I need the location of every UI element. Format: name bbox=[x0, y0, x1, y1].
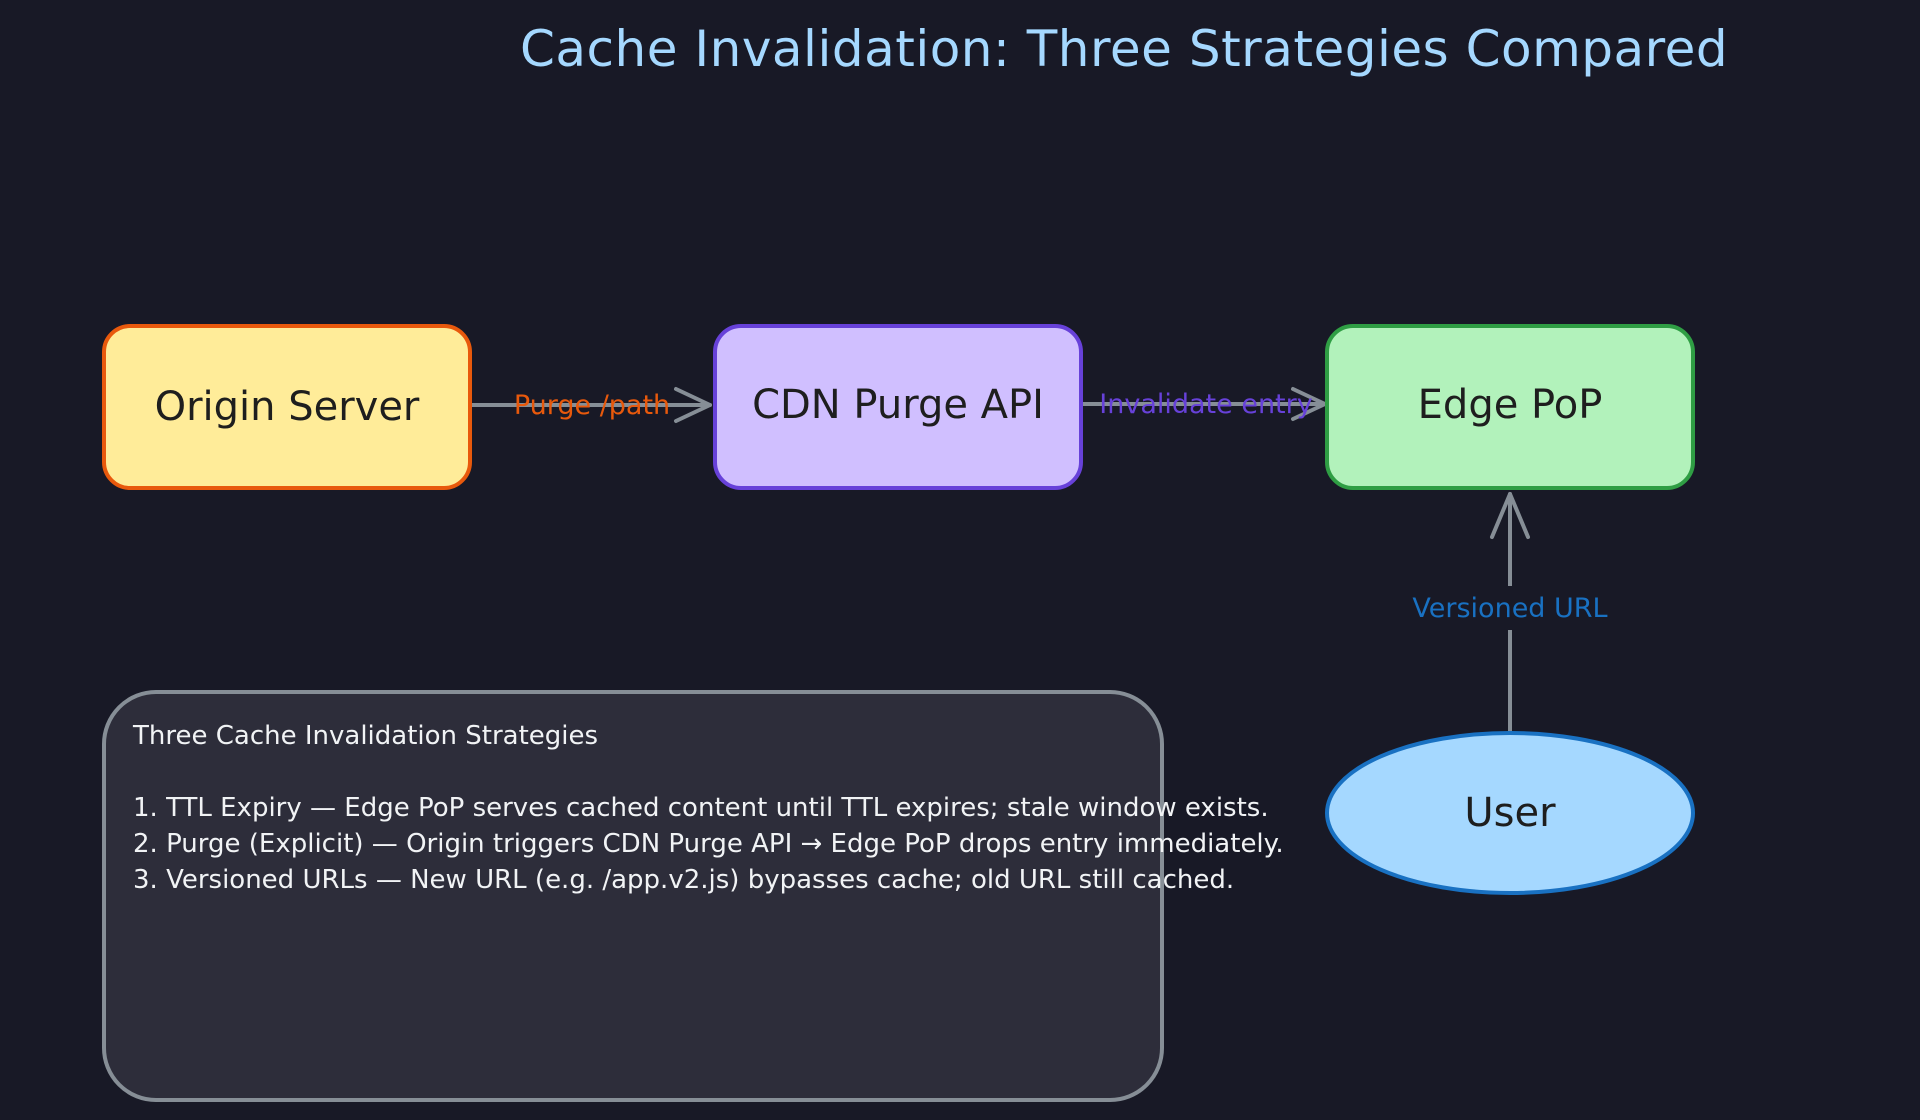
note-line-ttl: 1. TTL Expiry — Edge PoP serves cached c… bbox=[133, 793, 1269, 823]
notes-text: Three Cache Invalidation Strategies 1. T… bbox=[133, 718, 1433, 898]
node-edge-pop-label: Edge PoP bbox=[1418, 382, 1603, 428]
node-user-label: User bbox=[1464, 790, 1556, 836]
edge-label-invalidate-entry: Invalidate entry bbox=[1099, 389, 1312, 420]
node-user[interactable] bbox=[1325, 731, 1695, 895]
diagram-title: Cache Invalidation: Three Strategies Com… bbox=[520, 20, 1729, 78]
node-origin-server-label: Origin Server bbox=[155, 384, 420, 430]
notes-title: Three Cache Invalidation Strategies bbox=[133, 721, 599, 751]
edge-label-purge-path: Purge /path bbox=[514, 390, 670, 421]
note-line-purge: 2. Purge (Explicit) — Origin triggers CD… bbox=[133, 829, 1284, 859]
notes-spacer bbox=[133, 754, 1433, 790]
node-edge-pop[interactable] bbox=[1325, 324, 1695, 490]
node-cdn-purge-api-label: CDN Purge API bbox=[752, 382, 1044, 428]
node-cdn-purge-api[interactable] bbox=[713, 324, 1083, 490]
notes-panel bbox=[102, 690, 1164, 1102]
note-line-versioned: 3. Versioned URLs — New URL (e.g. /app.v… bbox=[133, 865, 1235, 895]
arrow-origin-to-purge bbox=[470, 387, 712, 423]
node-origin-server[interactable] bbox=[102, 324, 472, 490]
edge-label-versioned-url: Versioned URL bbox=[1412, 593, 1607, 624]
edge-label-backdrop bbox=[1405, 586, 1615, 630]
